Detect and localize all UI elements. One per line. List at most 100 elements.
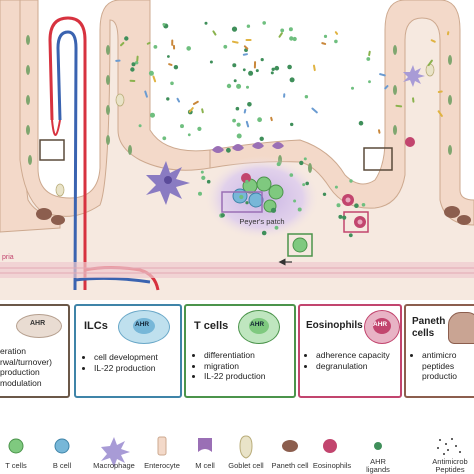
ahr-ligand-dot [153, 45, 158, 49]
amp-legend-icon [437, 438, 461, 455]
microbe [311, 107, 318, 114]
ahr-ligand-dot [135, 61, 139, 65]
legend-label-mcell: M cell [195, 461, 215, 470]
vein [56, 30, 78, 291]
legend [0, 404, 474, 474]
ahr-ligand-dot [358, 120, 364, 126]
ahr-ligand-dot [162, 23, 166, 26]
ahr-ligand-dot [302, 183, 306, 187]
microbe [334, 31, 339, 35]
panel-paneth-item: antimicro [422, 350, 457, 361]
ahr-ligand-dot [232, 63, 237, 68]
bcell-legend-icon [54, 438, 70, 454]
goblet-cells [55, 63, 435, 197]
microbe [278, 32, 283, 38]
ahr-ligand-dot [368, 80, 371, 84]
panel-eosinophils-title: Eosinophils [306, 320, 363, 331]
panel-epithelium: AHR eration rwal/turnover) production mo… [0, 304, 70, 398]
microbe [312, 64, 316, 72]
microbe [395, 104, 403, 108]
panel-ilcs-item: IL-22 production [94, 363, 158, 374]
ahr-ligand-dot [271, 67, 275, 72]
ahr-ligand-dot [209, 60, 213, 64]
eosinophil-legend-icon [323, 439, 337, 453]
microbe [245, 39, 252, 41]
microbe [245, 120, 250, 128]
microbiota [115, 30, 450, 134]
ahr-ligand-dot [299, 160, 304, 166]
microbe [242, 53, 248, 56]
ahr-ligand-dot [198, 191, 202, 196]
vessel-branch-blue [74, 276, 151, 284]
mcell-legend-icon [198, 438, 212, 452]
microbe [378, 129, 381, 134]
ahr-ligand-dot [245, 201, 249, 205]
ahr-ligand-dot [289, 36, 294, 41]
tcell-legend-icon [8, 438, 24, 454]
ahr-ligand-dot [246, 24, 251, 28]
ahr-ligand-dot [242, 68, 246, 72]
legend-label-bcell: B cell [52, 461, 72, 470]
legend-label-enterocyte: Enterocyte [144, 461, 180, 470]
panel-epithelium-item: rwal/turnover) [0, 356, 52, 367]
ahr-ligand-dot [206, 179, 211, 184]
legend-label-tcells: T cells [5, 461, 27, 470]
ahr-ligand-dot [293, 199, 297, 203]
ahr-ligand-dot [338, 214, 343, 219]
panel-paneth: Paneth cells antimicro peptides producti… [404, 304, 474, 398]
enterocyte-legend-icon [157, 436, 167, 456]
panel-tcells-item: migration [204, 361, 265, 372]
goblet-legend-icon [239, 435, 253, 459]
legend-icons [8, 435, 461, 467]
ahr-ligand-dot [226, 83, 232, 89]
macrophage [146, 161, 190, 205]
ahr-ligand-dot [289, 173, 294, 177]
microbe [270, 116, 273, 122]
ahr-ligand-dot [170, 81, 174, 86]
ahr-ligand-dot [150, 112, 155, 118]
ahr-ligand-dot [247, 102, 252, 107]
ahr-ligand-dot [173, 65, 179, 70]
ahr-ligand-dot [246, 85, 249, 89]
panel-paneth-title: Paneth cells [412, 316, 446, 339]
ahr-ligand-dot [236, 133, 242, 139]
ahr-ligand-legend-icon [374, 442, 382, 450]
ahr-ligand-dot [201, 175, 206, 180]
lumen-top [38, 0, 474, 8]
panel-epithelium-item: production [0, 367, 40, 377]
panel-tcells: T cells AHR differentiation migration IL… [184, 304, 296, 398]
microbe [168, 63, 173, 66]
panel-ilcs: ILCs AHR cell development IL-22 producti… [74, 304, 182, 398]
ahr-label: AHR [135, 321, 150, 328]
microbe [115, 59, 121, 62]
crypt-highlight-box [363, 147, 393, 171]
lumen [38, 0, 474, 200]
ahr-ligand-dot [162, 136, 167, 141]
panel-eosinophils-item: adherence capacity [316, 350, 400, 361]
microbe [188, 107, 194, 113]
panel-eosinophils: Eosinophils AHR adherence capacity degra… [298, 304, 402, 398]
ahr-ligand-dot [274, 65, 280, 71]
ahr-ligand-dot [270, 71, 274, 75]
ahr-ligand-dot [180, 124, 184, 129]
ahr-ligand-dot [248, 70, 254, 76]
ahr-ligand-dot [287, 64, 292, 70]
microbe [172, 44, 176, 50]
ahr-ligand-dot [197, 126, 202, 131]
microbe [201, 108, 204, 114]
tcell-highlight-box [287, 233, 313, 257]
capillary [51, 119, 61, 136]
artery [48, 16, 87, 290]
microbe [120, 41, 125, 47]
ahr-ligand-dot [260, 58, 264, 62]
paneth-legend-icon [282, 440, 298, 452]
ahr-ligand-dot [349, 179, 353, 183]
ahr-label: AHR [250, 321, 265, 328]
peyers-patch-cells [232, 173, 284, 213]
epithelium-highlight-box [39, 139, 65, 161]
microbe [146, 41, 151, 45]
legend-label-macrophage: Macrophage [93, 461, 135, 470]
ahr-ligand-dot [204, 21, 208, 25]
microbe [430, 39, 436, 43]
